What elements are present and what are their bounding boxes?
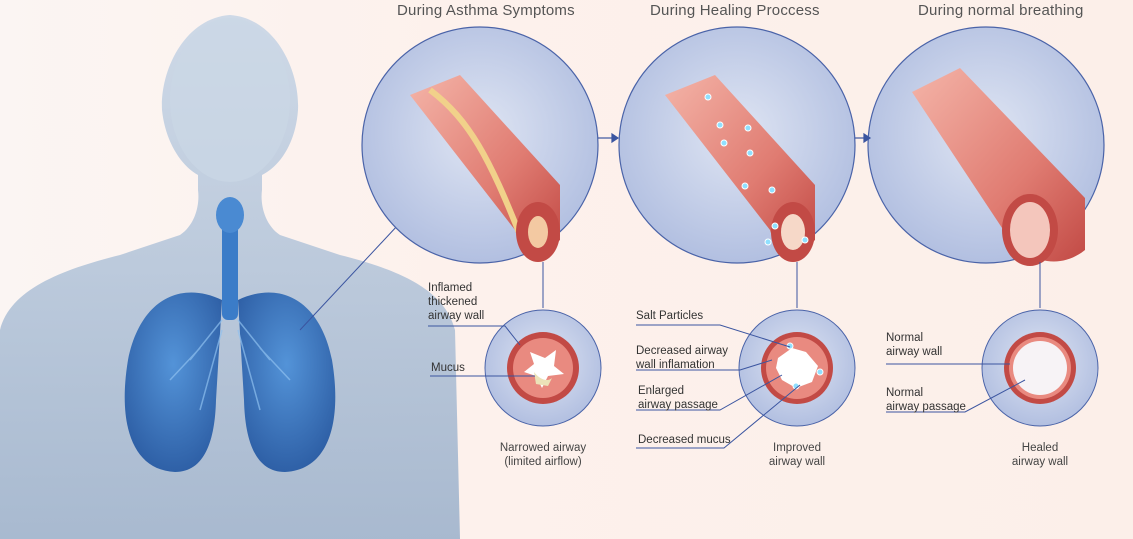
label-inflamed-wall: Inflamed thickened airway wall [428,282,485,322]
cross-section-normal [981,309,1099,427]
label-normal-passage: Normal airway passage [886,387,966,413]
label-decreased-inflammation: Decreased airway wall inflamation [636,345,729,371]
caption-healing: Improved airway wall [768,442,826,468]
label-leaders [428,324,1026,449]
stage-title-healing: During Healing Proccess [650,2,820,19]
stage-title-asthma: During Asthma Symptoms [397,2,575,19]
magnified-circle-asthma [361,26,599,264]
cross-section-healing [738,309,856,427]
label-enlarged-passage: Enlarged airway passage [638,385,718,411]
lungs [124,197,336,472]
label-salt-particles: Salt Particles [636,310,704,322]
magnified-circle-normal [867,26,1105,266]
label-normal-wall: Normal airway wall [886,332,943,358]
label-decreased-mucus: Decreased mucus [638,434,731,446]
stage-title-normal: During normal breathing [918,2,1084,19]
cross-section-asthma [484,309,602,427]
label-mucus: Mucus [431,362,465,374]
caption-asthma: Narrowed airway (limited airflow) [499,442,587,468]
magnified-circle-healing [618,26,856,264]
caption-normal: Healed airway wall [1011,442,1069,468]
progress-arrows [598,132,872,144]
